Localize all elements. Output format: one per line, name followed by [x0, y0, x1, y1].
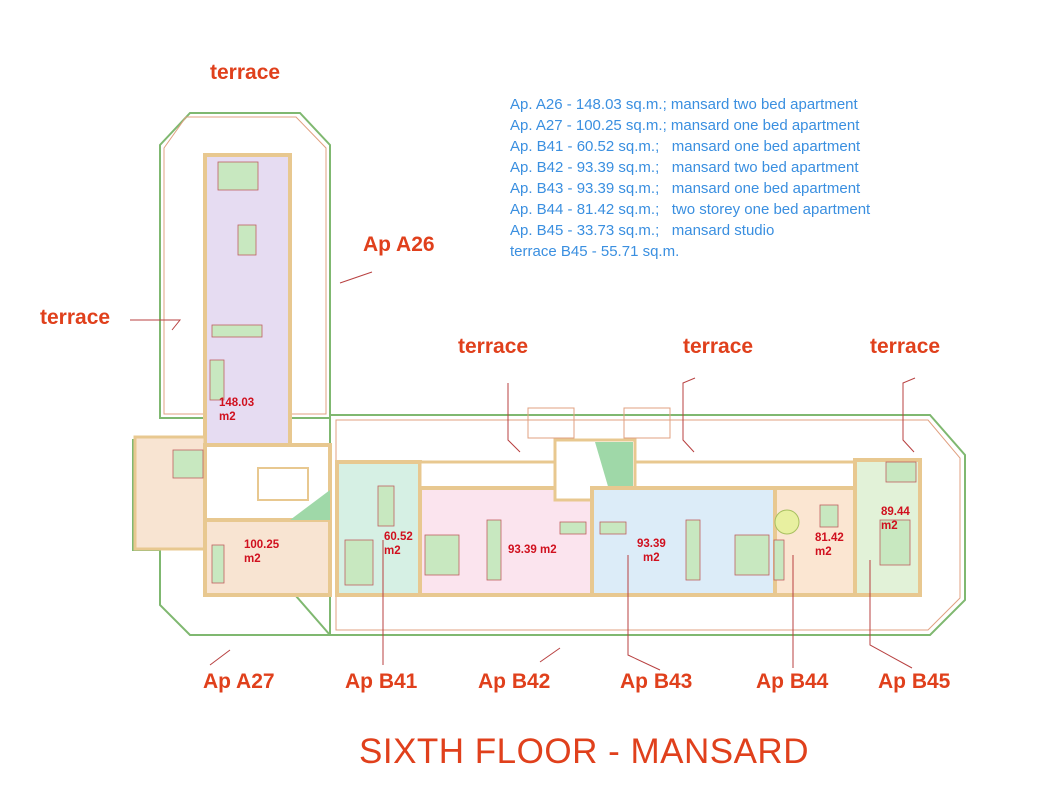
- apartment-label-b42: Ap B42: [478, 670, 551, 693]
- terrace-label-2: terrace: [683, 335, 754, 358]
- terrace-label-left: terrace: [40, 306, 111, 329]
- legend-item: Ap. B45 - 33.73 sq.m.; mansard studio: [510, 222, 775, 239]
- apartment-label-a26: Ap A26: [363, 233, 435, 256]
- apartment-label-b44: Ap B44: [756, 670, 829, 693]
- terrace-label-1: terrace: [458, 335, 529, 358]
- apartment-legend: Ap. A26 - 148.03 sq.m.; mansard two bed …: [510, 94, 870, 262]
- legend-item: Ap. B42 - 93.39 sq.m.; mansard two bed a…: [510, 159, 859, 176]
- apartment-a27: [203, 518, 332, 597]
- apartment-b45: [853, 458, 922, 597]
- furniture: [172, 161, 917, 586]
- terrace-label-top: terrace: [210, 61, 281, 84]
- legend-item: terrace B45 - 55.71 sq.m.: [510, 243, 680, 260]
- area-b42: 93.39 m2: [508, 544, 557, 556]
- legend-item: Ap. B44 - 81.42 sq.m.; two storey one be…: [510, 201, 871, 218]
- terrace-label-3: terrace: [870, 335, 941, 358]
- apartment-a26: [203, 153, 292, 447]
- apartment-label-b41: Ap B41: [345, 670, 418, 693]
- legend-item: Ap. B43 - 93.39 sq.m.; mansard one bed a…: [510, 180, 861, 197]
- apartment-label-b43: Ap B43: [620, 670, 693, 693]
- legend-item: Ap. B41 - 60.52 sq.m.; mansard one bed a…: [510, 138, 861, 155]
- apartment-label-a27: Ap A27: [203, 670, 275, 693]
- apartment-label-b45: Ap B45: [878, 670, 951, 693]
- leader-lines: [130, 271, 916, 671]
- legend-item: Ap. A27 - 100.25 sq.m.; mansard one bed …: [510, 117, 860, 134]
- legend-item: Ap. A26 - 148.03 sq.m.; mansard two bed …: [510, 96, 858, 113]
- page-title: SIXTH FLOOR - MANSARD: [359, 732, 809, 771]
- corridor: [418, 460, 872, 490]
